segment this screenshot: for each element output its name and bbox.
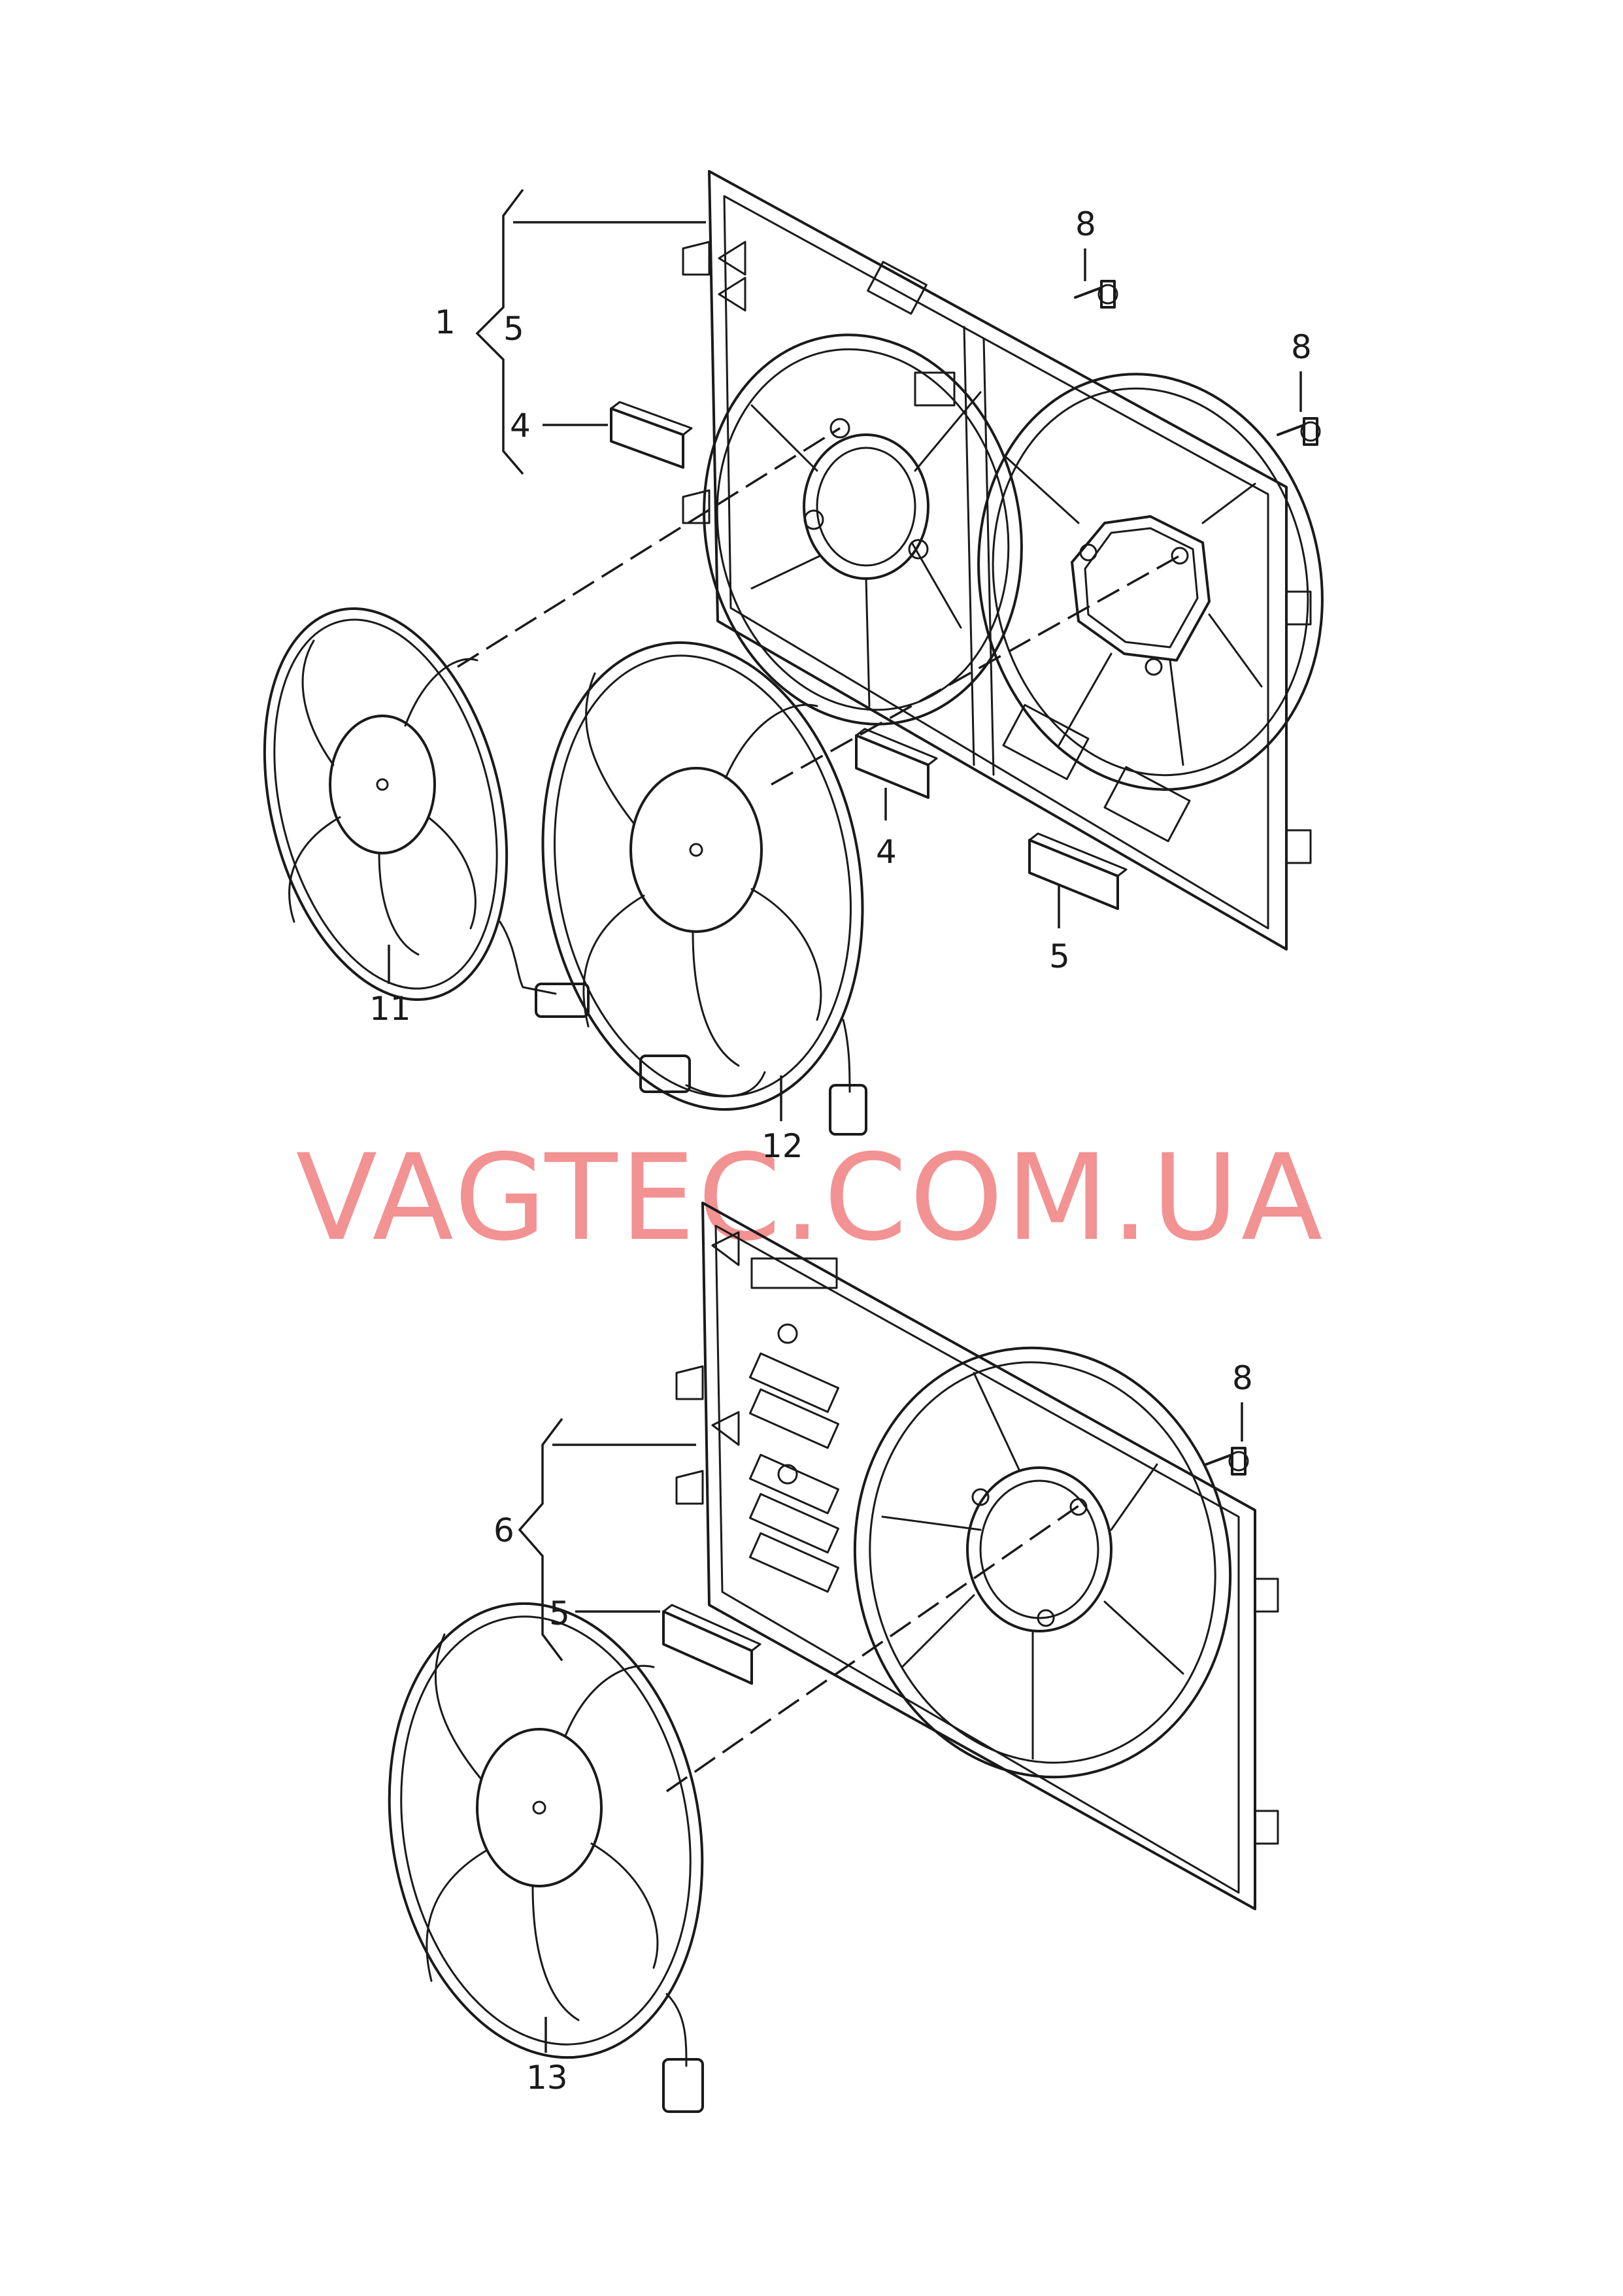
axis-line-13 — [666, 1502, 1082, 1793]
single-fan-shroud — [675, 1202, 1279, 1910]
callout-13: 13 — [526, 2059, 568, 2097]
fan-12 — [541, 641, 867, 1136]
screw-8-a — [1074, 280, 1118, 309]
callout-11: 11 — [369, 990, 411, 1028]
callout-labels: 1 5 4 8 8 4 5 11 12 8 6 5 13 — [369, 205, 1312, 2097]
leader-lines — [388, 188, 1302, 2053]
seal-pad-4-top — [610, 401, 693, 469]
screw-8-c — [1205, 1447, 1249, 1476]
seal-pad-5-low — [662, 1604, 761, 1685]
seal-pad-5-mid — [1028, 832, 1128, 910]
callout-8-a: 8 — [1075, 205, 1096, 243]
twin-fan-shroud — [682, 170, 1324, 951]
axis-line-12 — [771, 554, 1180, 786]
seal-pad-4-mid — [855, 728, 938, 799]
callout-5-low: 5 — [549, 1595, 570, 1632]
callout-5-top: 5 — [503, 310, 524, 348]
callout-6: 6 — [494, 1511, 514, 1549]
fan-13 — [388, 1602, 704, 2113]
callout-8-b: 8 — [1291, 328, 1312, 366]
callout-4-top: 4 — [510, 407, 531, 445]
watermark-text: VAGTEC.COM.UA — [296, 1128, 1326, 1267]
callout-4-mid: 4 — [876, 833, 897, 871]
axis-line-11 — [457, 427, 841, 668]
fan-11 — [263, 607, 590, 1018]
callout-1: 1 — [435, 303, 456, 341]
callout-5-mid: 5 — [1049, 937, 1070, 975]
callout-12: 12 — [761, 1127, 803, 1165]
callout-8-c: 8 — [1232, 1359, 1253, 1397]
screw-8-b — [1277, 417, 1321, 446]
